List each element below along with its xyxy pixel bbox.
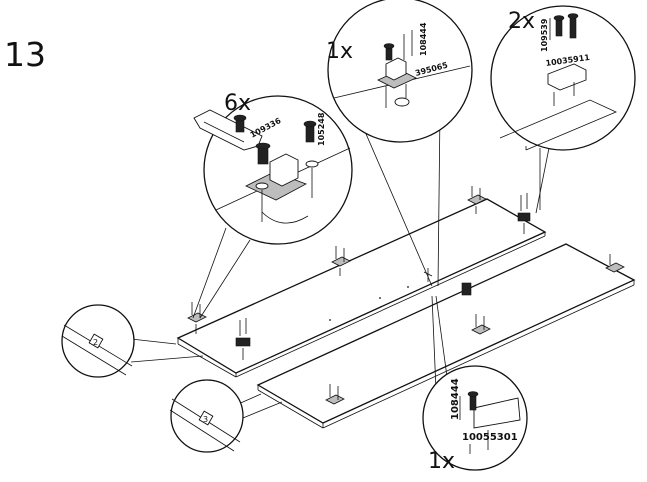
callout-qty-6x: 6x xyxy=(224,91,251,116)
callout-qty-1x-top: 1x xyxy=(326,39,353,64)
screw-icon xyxy=(553,15,565,37)
part-number-108444-bottom: 108444 xyxy=(450,378,461,420)
screw-icon xyxy=(467,391,479,411)
panel-marker-2: 2 xyxy=(93,338,98,347)
part-number-10055301: 10055301 xyxy=(462,432,518,443)
part-number-108444-top: 108444 xyxy=(419,22,428,56)
panel-marker-callout-3: 3 xyxy=(169,379,283,453)
callout-top-right: 2x 109539 10035911 xyxy=(490,5,636,151)
screw-icon xyxy=(567,13,579,39)
callout-qty-2x: 2x xyxy=(508,9,535,34)
part-number-105248: 105248 xyxy=(317,112,326,146)
callout-bottom-right: 1x 108444 10055301 xyxy=(422,365,528,474)
screw-icon xyxy=(233,114,247,133)
panel-marker-3: 3 xyxy=(203,415,208,424)
screw-icon xyxy=(255,142,271,165)
callout-top-left: 6x 109336 105248 xyxy=(193,91,353,245)
panel-2 xyxy=(176,198,547,378)
screw-icon xyxy=(303,120,317,143)
step-number: 13 xyxy=(4,35,46,74)
panel-marker-callout-2: 2 xyxy=(61,304,204,378)
callout-qty-1x-bottom: 1x xyxy=(428,449,455,474)
part-number-109539: 109539 xyxy=(540,18,549,52)
callout-leaders xyxy=(192,109,551,391)
callout-top-middle: 1x 108444 395065 xyxy=(326,0,473,143)
screw-icon xyxy=(383,43,395,61)
